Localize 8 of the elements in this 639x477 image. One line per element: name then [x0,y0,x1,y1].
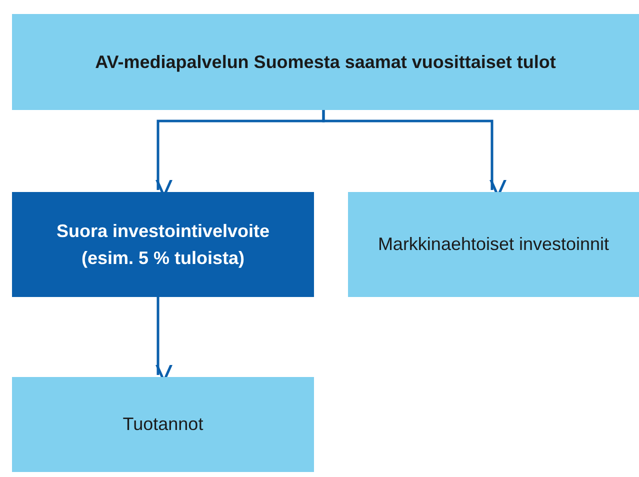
process-box [12,14,639,110]
box-label: Suora investointivelvoite (esim. 5 % tuloista) [55,220,271,270]
box-label: Markkinaehtoiset investoinnit [378,233,610,256]
process-box [12,192,314,297]
box-label: AV-mediapalvelun Suomesta saamat vuosittaiset tulot [95,50,556,74]
process-box [348,192,639,297]
process-box [12,377,314,472]
box-label: Tuotannot [122,413,204,436]
